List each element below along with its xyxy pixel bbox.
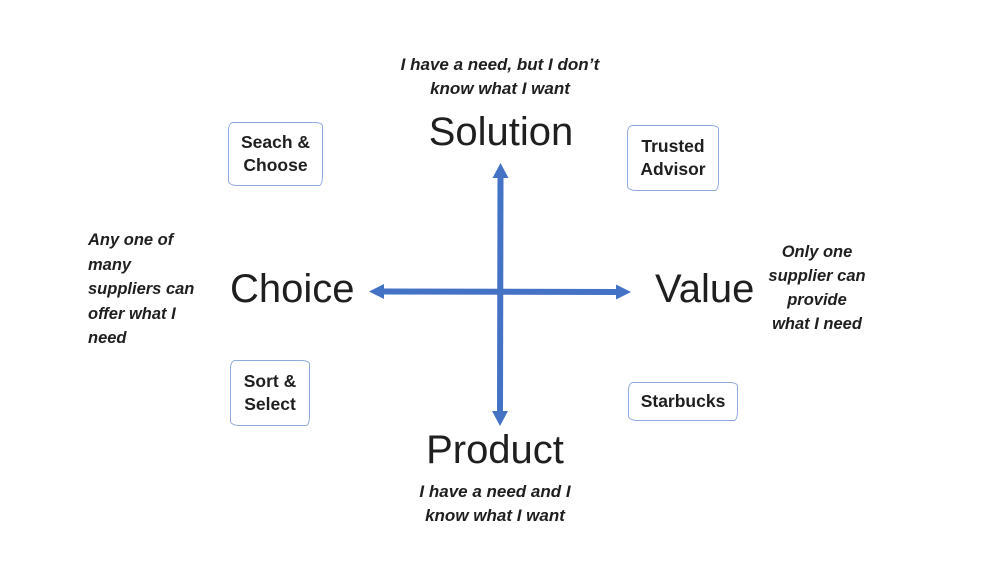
- note-right: Only one supplier can provide what I nee…: [768, 243, 866, 333]
- axis-label-choice: Choice: [230, 267, 355, 311]
- note-bottom: I have a need and I know what I want: [419, 482, 571, 525]
- quadrant-box-label: Sort & Select: [243, 371, 297, 414]
- arrowhead-down-icon: [492, 411, 508, 426]
- quadrant-box-label: Trusted Advisor: [640, 136, 706, 179]
- vertical-axis-line: [497, 176, 504, 413]
- horizontal-axis-line: [382, 288, 618, 295]
- axis-label-product: Product: [426, 428, 564, 472]
- quadrant-box-label: Seach & Choose: [240, 132, 311, 175]
- arrowhead-left-icon: [369, 284, 384, 299]
- axis-label-value: Value: [655, 267, 755, 311]
- note-top: I have a need, but I don’t know what I w…: [400, 55, 600, 98]
- quadrant-box-starbucks: Starbucks: [628, 382, 738, 421]
- axis-label-solution: Solution: [428, 110, 574, 154]
- quadrant-box-sort-select: Sort & Select: [230, 360, 310, 426]
- arrowhead-up-icon: [492, 163, 509, 178]
- quadrant-box-trusted-advisor: Trusted Advisor: [627, 125, 719, 191]
- note-left: Any one of many suppliers can offer what…: [88, 231, 195, 347]
- quadrant-box-search-choose: Seach & Choose: [228, 122, 323, 186]
- quadrant-box-label: Starbucks: [640, 391, 726, 411]
- arrowhead-right-icon: [616, 284, 631, 300]
